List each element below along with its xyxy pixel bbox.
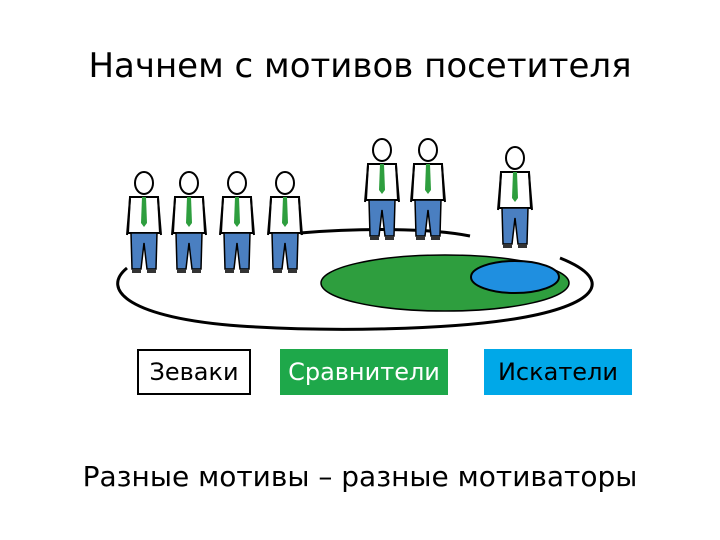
person-icon (364, 138, 400, 241)
person-icon (497, 146, 533, 249)
slide-footer: Разные мотивы – разные мотиваторы (82, 460, 638, 493)
slide-title: Начнем с мотивов посетителя (88, 46, 632, 86)
blue-ellipse-icon (470, 260, 560, 294)
person-icon (410, 138, 446, 241)
person-icon (219, 171, 255, 274)
person-icon (171, 171, 207, 274)
outer-ellipse-left (116, 256, 594, 331)
comparers-label: Сравнители (280, 349, 448, 395)
seekers-label: Искатели (484, 349, 632, 395)
person-icon (126, 171, 162, 274)
person-icon (267, 171, 303, 274)
gawkers-label: Зеваки (137, 349, 251, 395)
